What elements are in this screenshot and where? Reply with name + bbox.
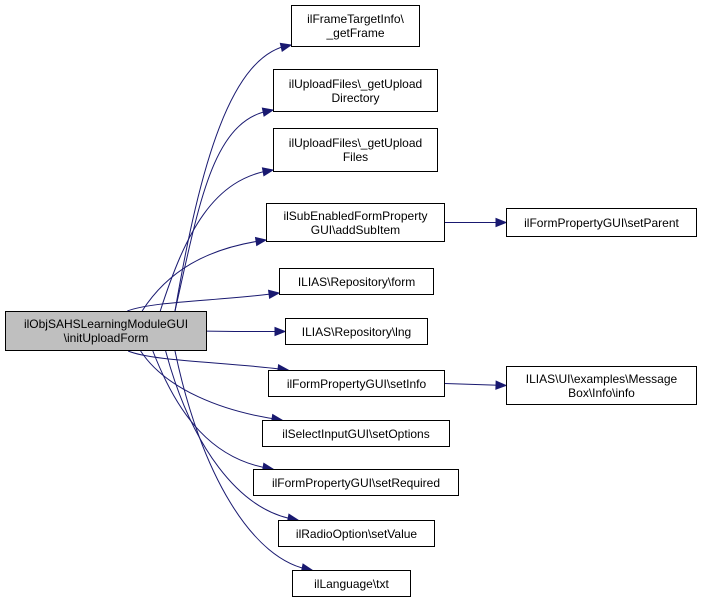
arrowhead-icon xyxy=(274,326,287,337)
node-ilSelectInputGUI-setOptions[interactable]: ilSelectInputGUI\setOptions xyxy=(262,420,450,447)
node-line: ilUploadFiles\_getUpload xyxy=(288,76,423,91)
node-line: Files xyxy=(342,150,369,164)
node-ilFormPropertyGUI-setRequired[interactable]: ilFormPropertyGUI\setRequired xyxy=(253,469,459,496)
node-line: ilUploadFiles\_getUpload xyxy=(288,136,423,150)
edge-root-to-n8 xyxy=(140,350,283,421)
node-ilRadioOption-setValue[interactable]: ilRadioOption\setValue xyxy=(278,520,435,547)
node-ilFormPropertyGUI-setParent[interactable]: ilFormPropertyGUI\setParent xyxy=(506,208,697,237)
edge-root-to-n4 xyxy=(141,239,267,312)
edge-root-to-n7 xyxy=(127,350,289,371)
node-line: ilRadioOption\setValue xyxy=(295,526,418,541)
node-line: ilSelectInputGUI\setOptions xyxy=(282,426,430,441)
node-line: ilSubEnabledFormProperty xyxy=(283,208,428,223)
node-line: ilFrameTargetInfo\ xyxy=(307,12,404,26)
node-ilFormPropertyGUI-setInfo[interactable]: ilFormPropertyGUI\setInfo xyxy=(268,370,445,397)
node-line: _getFrame xyxy=(326,26,385,40)
node-line: Box\Info\info xyxy=(568,385,635,400)
node-line: ILIAS\UI\examples\Message xyxy=(525,371,678,386)
edge-root-to-n5 xyxy=(127,292,280,312)
node-line: ilLanguage\txt xyxy=(314,576,389,591)
arrowhead-icon xyxy=(495,380,508,390)
arrowhead-icon xyxy=(261,167,275,177)
edge-root-to-n1 xyxy=(174,44,292,312)
node-line: ilFormPropertyGUI\setInfo xyxy=(286,376,427,391)
edge-root-to-n2 xyxy=(174,109,274,312)
node-line: ilFormPropertyGUI\setRequired xyxy=(271,475,441,490)
node-ilFrameTargetInfo-getFrame[interactable]: ilFrameTargetInfo\ _getFrame xyxy=(291,5,420,47)
edge-root-to-n11 xyxy=(174,350,313,571)
edge-root-to-n10 xyxy=(165,350,299,521)
node-ILIAS-Repository-lng[interactable]: ILIAS\Repository\lng xyxy=(285,318,428,345)
arrowhead-icon xyxy=(267,289,281,300)
arrowhead-icon xyxy=(254,236,268,247)
node-ilSubEnabledFormPropertyGUI-addSubItem[interactable]: ilSubEnabledFormProperty GUI\addSubItem xyxy=(266,203,445,242)
node-line: Directory xyxy=(331,90,380,105)
node-ilLanguage-txt[interactable]: ilLanguage\txt xyxy=(292,570,411,597)
arrowhead-icon xyxy=(279,42,293,53)
node-ILIAS-Repository-form[interactable]: ILIAS\Repository\form xyxy=(279,268,434,295)
edge-root-to-n3 xyxy=(159,169,274,312)
node-line: ILIAS\Repository\lng xyxy=(301,324,412,339)
edge-root-to-n9 xyxy=(152,350,274,470)
node-line: GUI\addSubItem xyxy=(310,222,401,237)
root-node-initUploadForm: ilObjSAHSLearningModuleGUI \initUploadFo… xyxy=(5,311,207,351)
node-line: ILIAS\Repository\form xyxy=(297,274,416,289)
arrowhead-icon xyxy=(495,217,508,228)
node-ILIAS-UI-examples-MessageBox-Info-info[interactable]: ILIAS\UI\examples\Message Box\Info\info xyxy=(506,366,697,405)
root-node-line-2: \initUploadForm xyxy=(63,331,149,345)
root-node-line-1: ilObjSAHSLearningModuleGUI xyxy=(23,317,189,331)
node-ilUploadFiles-getUploadDirectory[interactable]: ilUploadFiles\_getUpload Directory xyxy=(273,69,438,112)
node-line: ilFormPropertyGUI\setParent xyxy=(524,215,679,230)
node-ilUploadFiles-getUploadFiles[interactable]: ilUploadFiles\_getUpload Files xyxy=(273,128,438,172)
arrowhead-icon xyxy=(261,107,275,117)
